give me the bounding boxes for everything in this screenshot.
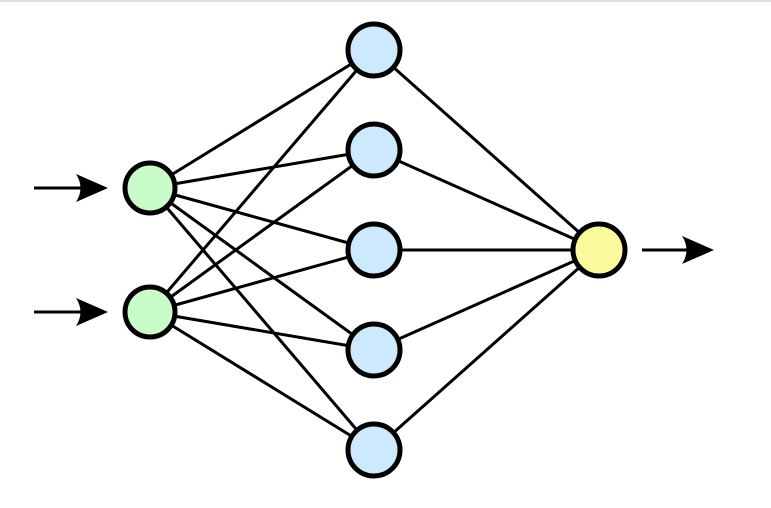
edge-in2-h1 [148,49,376,313]
edge-in1-h4 [149,186,375,352]
edge-in1-h1 [149,48,375,190]
edge-h5-out1 [373,248,600,452]
edge-in2-h4 [149,310,375,352]
hidden-node-1 [345,21,403,79]
output-arrow-head-icon [682,236,714,264]
input-arrow-2-head-icon [76,298,108,326]
edge-h4-out1 [373,248,600,352]
output-node-1 [570,221,628,279]
hidden-node-5 [345,421,403,479]
edge-in1-h2 [149,148,375,190]
edge-in2-h5 [149,310,375,452]
edge-in2-h2 [149,148,375,314]
edge-h1-out1 [373,48,600,252]
hidden-node-4 [345,321,403,379]
input-node-2 [122,284,178,340]
edge-in2-h3 [149,248,375,314]
top-border-line [0,0,771,2]
edge-in1-h5 [148,187,376,451]
input-arrow-1-head-icon [76,174,108,202]
edge-in1-h3 [149,186,375,252]
hidden-node-3 [345,221,403,279]
hidden-node-2 [345,121,403,179]
edge-h2-out1 [373,148,600,252]
input-node-1 [122,160,178,216]
